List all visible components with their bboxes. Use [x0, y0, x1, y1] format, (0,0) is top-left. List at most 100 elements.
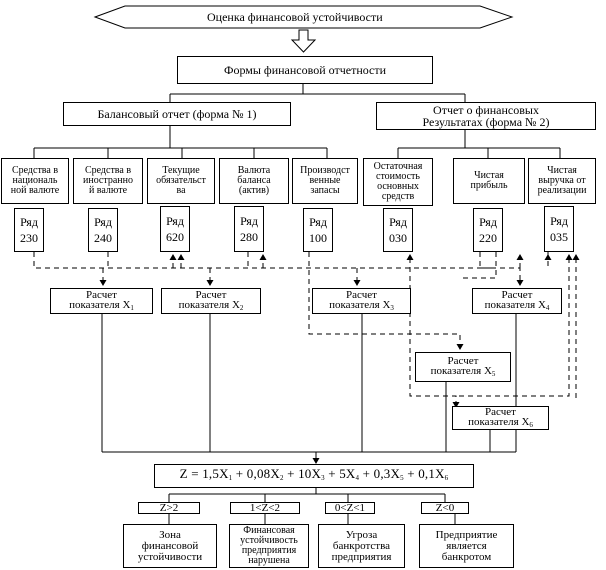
formula-term: Z = 1,5X [179, 466, 229, 481]
calc-line: Расчет [346, 288, 377, 301]
balance-report-label: Балансовый отчет (форма № 1) [97, 106, 257, 121]
calc-line: показателя X6 [468, 416, 533, 430]
result-line: банкротства [332, 539, 391, 552]
item-line: Чистая [547, 165, 577, 176]
item-line: иностранно [82, 175, 134, 186]
formula-term: + 0,3X [359, 466, 401, 481]
item-line: баланса [237, 175, 271, 186]
item-line: стоимость [376, 171, 420, 182]
row-number: 220 [479, 231, 497, 245]
condition-label: Z<0 [435, 502, 455, 514]
calc-sub: 5 [491, 369, 496, 378]
row-label: Ряд [389, 215, 407, 229]
calc-line: Расчет [447, 354, 479, 367]
result-box-stable: Зона финансовой устойчивости [123, 524, 217, 568]
balance-report-box: Балансовый отчет (форма № 1) [63, 102, 291, 126]
item-line: обязательст [156, 175, 206, 186]
item-line: Остаточная [373, 161, 423, 172]
item-box-net-revenue: Чистая выручка от реализации [528, 158, 596, 204]
calc-text: показателя X [484, 298, 546, 311]
item-line: ной валюте [10, 185, 60, 196]
item-line: Текущие [162, 165, 200, 176]
formula-sub: 4 [355, 474, 360, 482]
item-box-national-currency: Средства в националь ной валюте [1, 158, 69, 204]
calc-sub: 3 [390, 303, 394, 312]
condition-label: 0<Z<1 [334, 502, 366, 514]
calc-box-x2: Расчет показателя X2 [161, 288, 261, 314]
row-number: 240 [94, 231, 112, 245]
result-line: предприятия [241, 545, 297, 556]
row-label: Ряд [309, 215, 327, 229]
calc-line: показателя X2 [178, 298, 244, 313]
result-line: устойчивость [240, 535, 298, 546]
item-box-balance-currency: Валюта баланса (актив) [219, 158, 289, 204]
row-box-620: Ряд 620 [160, 206, 190, 252]
formula-term: + 10X [283, 466, 322, 481]
calc-text: показателя X [69, 298, 131, 311]
formula-term: + 0,1X [403, 466, 445, 481]
calc-line: Расчет [485, 406, 516, 418]
calc-sub: 4 [545, 303, 550, 312]
formula-term: + 0,08X [232, 466, 280, 481]
formula-sub: 5 [400, 474, 404, 482]
calc-line: Расчет [195, 288, 227, 301]
result-box-disturbed: Финансовая устойчивость предприятия нару… [229, 524, 309, 568]
formula-sub: 3 [321, 474, 325, 482]
condition-box-4: Z<0 [421, 502, 469, 514]
item-box-fixed-assets: Остаточная стоимость основных средств [363, 158, 433, 206]
item-line: запасы [310, 185, 340, 196]
result-line: предприятия [331, 550, 392, 563]
calc-text: показателя X [329, 298, 391, 311]
item-line: Производст [300, 165, 350, 176]
row-box-280: Ряд 280 [234, 206, 264, 252]
formula-sub: 6 [444, 474, 449, 482]
income-report-line: Результатах (форма № 2) [422, 115, 550, 129]
calc-text: показателя X [178, 298, 240, 311]
row-box-220: Ряд 220 [473, 208, 503, 252]
item-line: прибыль [470, 180, 508, 191]
calc-line: показателя X1 [69, 298, 134, 313]
calc-box-x4: Расчет показателя X4 [472, 288, 562, 314]
row-label: Ряд [94, 215, 112, 229]
calc-line: показателя X3 [329, 298, 394, 313]
item-line: националь [12, 175, 58, 186]
condition-box-2: 1<Z<2 [230, 502, 300, 514]
calc-line: показателя X4 [484, 298, 550, 313]
formula-sub: 1 [228, 474, 233, 482]
row-label: Ряд [20, 215, 38, 229]
row-box-240: Ряд 240 [88, 208, 118, 252]
row-label: Ряд [166, 214, 184, 228]
item-line: венные [309, 175, 341, 186]
item-line: средств [381, 191, 415, 202]
item-line: основных [377, 181, 419, 192]
condition-label: Z>2 [159, 502, 179, 514]
row-box-030: Ряд 030 [383, 208, 413, 252]
calc-text: показателя X [430, 364, 492, 377]
block-arrow [290, 29, 317, 53]
item-line: Чистая [474, 170, 504, 181]
row-box-100: Ряд 100 [303, 208, 333, 252]
result-line: Предприятие [435, 528, 498, 541]
result-line: Угроза [345, 528, 378, 541]
result-line: Зона [159, 528, 181, 541]
row-number: 030 [389, 231, 407, 245]
result-line: финансовой [141, 539, 199, 552]
calc-box-x1: Расчет показателя X1 [50, 288, 153, 314]
calc-box-x5: Расчет показателя X5 [415, 352, 511, 382]
formula-box: Z = 1,5X1 + 0,08X2 + 10X3 + 5X4 + 0,3X5 … [154, 464, 474, 488]
item-line: Валюта [237, 165, 271, 176]
formula-sub: 2 [279, 474, 284, 482]
row-box-230: Ряд 230 [14, 208, 44, 252]
item-line: й валюте [88, 185, 128, 196]
result-box-bankrupt: Предприятие является банкротом [419, 524, 514, 568]
title-label: Оценка финансовой устойчивости [207, 10, 383, 24]
row-number: 280 [240, 230, 258, 244]
result-line: устойчивости [137, 550, 203, 563]
item-line: Средства в [84, 165, 132, 176]
result-line: банкротом [441, 550, 492, 563]
row-number: 100 [309, 231, 327, 245]
result-line: является [446, 539, 487, 552]
row-label: Ряд [479, 215, 497, 229]
